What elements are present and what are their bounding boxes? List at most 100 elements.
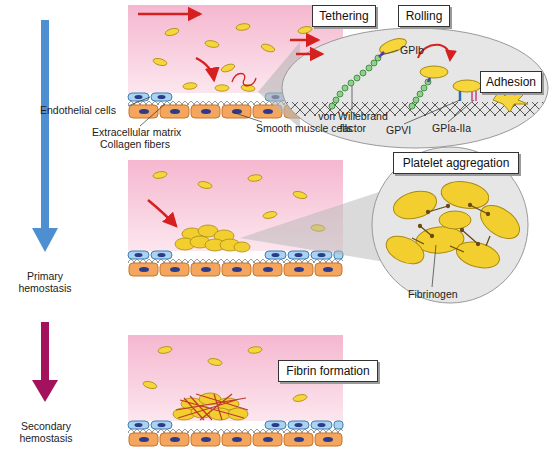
zoom-callout xyxy=(431,235,434,238)
receptor-label: GPIa-IIa xyxy=(432,122,492,134)
vessel-panel xyxy=(248,174,263,182)
phase-arrow xyxy=(41,322,49,382)
vessel-panel xyxy=(128,335,343,446)
leader-line xyxy=(140,104,165,126)
zoom-callout xyxy=(454,238,503,273)
receptor-label: GPVI xyxy=(386,124,420,136)
phase-arrow xyxy=(32,20,58,402)
zoom-callout xyxy=(382,231,428,270)
vessel-panel xyxy=(175,225,250,252)
vessel-panel xyxy=(292,190,307,200)
phase-arrow xyxy=(32,228,58,252)
zoom-callout xyxy=(329,55,431,109)
zoom-callout xyxy=(472,91,476,101)
stage-box: Fibrin formation xyxy=(278,360,378,382)
vessel-panel xyxy=(173,393,248,420)
zoom-callout xyxy=(382,178,526,272)
vessel-panel xyxy=(152,57,167,67)
receptor-label: GPIb xyxy=(400,44,440,56)
phase-label: Secondary hemostasis xyxy=(0,420,92,444)
stage-box: Platelet aggregation xyxy=(393,152,519,174)
vessel-panel xyxy=(248,346,263,354)
zoom-callout xyxy=(417,91,423,97)
zoom-callout xyxy=(372,147,528,303)
zoom-callout xyxy=(342,85,348,91)
zoom-callout xyxy=(425,79,431,85)
vessel-panel xyxy=(215,85,229,91)
protein-label: Fibrinogen xyxy=(408,288,478,300)
vessel-panel xyxy=(197,180,212,189)
zoom-callout xyxy=(412,204,490,253)
leader-line xyxy=(382,50,398,55)
vessel-panel xyxy=(128,251,343,276)
zoom-callout xyxy=(371,60,377,66)
vessel-panel xyxy=(297,25,312,34)
leader-line xyxy=(232,112,262,122)
vessel-panel xyxy=(234,242,250,252)
zoom-callout xyxy=(427,211,430,214)
zoom-callout xyxy=(461,229,464,232)
leader-line xyxy=(432,245,436,287)
phase-label: Primary hemostasis xyxy=(0,270,90,294)
zoom-callout xyxy=(296,53,322,56)
tissue-label: Smooth muscle cells xyxy=(256,122,366,134)
tissue-label: Collagen fibers xyxy=(100,138,200,150)
zoom-callout xyxy=(390,187,439,224)
stage-label: Adhesion xyxy=(486,75,536,89)
vessel-panel xyxy=(164,27,179,37)
tissue-label: Extracellular matrix xyxy=(92,126,202,138)
zoom-callout xyxy=(413,97,419,103)
zoom-callout xyxy=(360,70,366,76)
vessel-panel xyxy=(260,43,275,54)
zoom-callout xyxy=(469,204,472,207)
leader-line xyxy=(128,97,150,106)
leader-line xyxy=(352,86,353,110)
stage-box: Tethering xyxy=(312,5,376,27)
vessel-panel xyxy=(148,200,176,226)
phase-arrow xyxy=(32,380,58,402)
stage-label: Rolling xyxy=(406,9,443,23)
vessel-panel xyxy=(196,58,214,80)
zoom-callout xyxy=(348,80,354,86)
stage-box: Adhesion xyxy=(480,71,542,93)
zoom-callout xyxy=(329,103,335,109)
tissue-label: Endothelial cells xyxy=(40,104,132,116)
stage-label: Tethering xyxy=(319,9,368,23)
zoom-callout xyxy=(412,205,490,252)
vessel-panel xyxy=(292,393,307,402)
leader-line xyxy=(448,100,474,122)
zoom-callout xyxy=(290,39,318,42)
zoom-callout xyxy=(240,190,385,262)
vessel-panel xyxy=(183,82,198,90)
vessel-panel xyxy=(262,210,277,219)
zoom-callout xyxy=(475,199,526,246)
zoom-callout xyxy=(487,213,490,216)
vessel-panel xyxy=(205,40,220,49)
vessel-panel xyxy=(153,171,168,180)
vessel-panel xyxy=(158,346,173,355)
zoom-callout xyxy=(366,65,372,71)
stage-box: Rolling xyxy=(398,5,450,27)
zoom-callout xyxy=(354,75,360,81)
zoom-callout xyxy=(439,211,471,229)
vessel-panel xyxy=(176,394,248,420)
zoom-callout xyxy=(409,103,415,109)
vessel-panel xyxy=(128,421,343,446)
leader-line xyxy=(404,100,460,124)
zoom-callout xyxy=(333,97,339,103)
vessel-panel xyxy=(220,63,235,74)
zoom-callout xyxy=(337,91,343,97)
stage-label: Fibrin formation xyxy=(286,364,369,378)
vessel-panel xyxy=(138,13,200,16)
vessel-panel xyxy=(207,357,222,366)
zoom-callout xyxy=(477,243,480,246)
zoom-callout xyxy=(459,91,462,101)
zoom-callout xyxy=(428,78,430,82)
stage-label: Platelet aggregation xyxy=(403,156,510,170)
zoom-callout xyxy=(240,147,528,303)
zoom-callout xyxy=(421,85,427,91)
zoom-callout xyxy=(439,178,491,212)
vessel-panel xyxy=(236,23,251,31)
